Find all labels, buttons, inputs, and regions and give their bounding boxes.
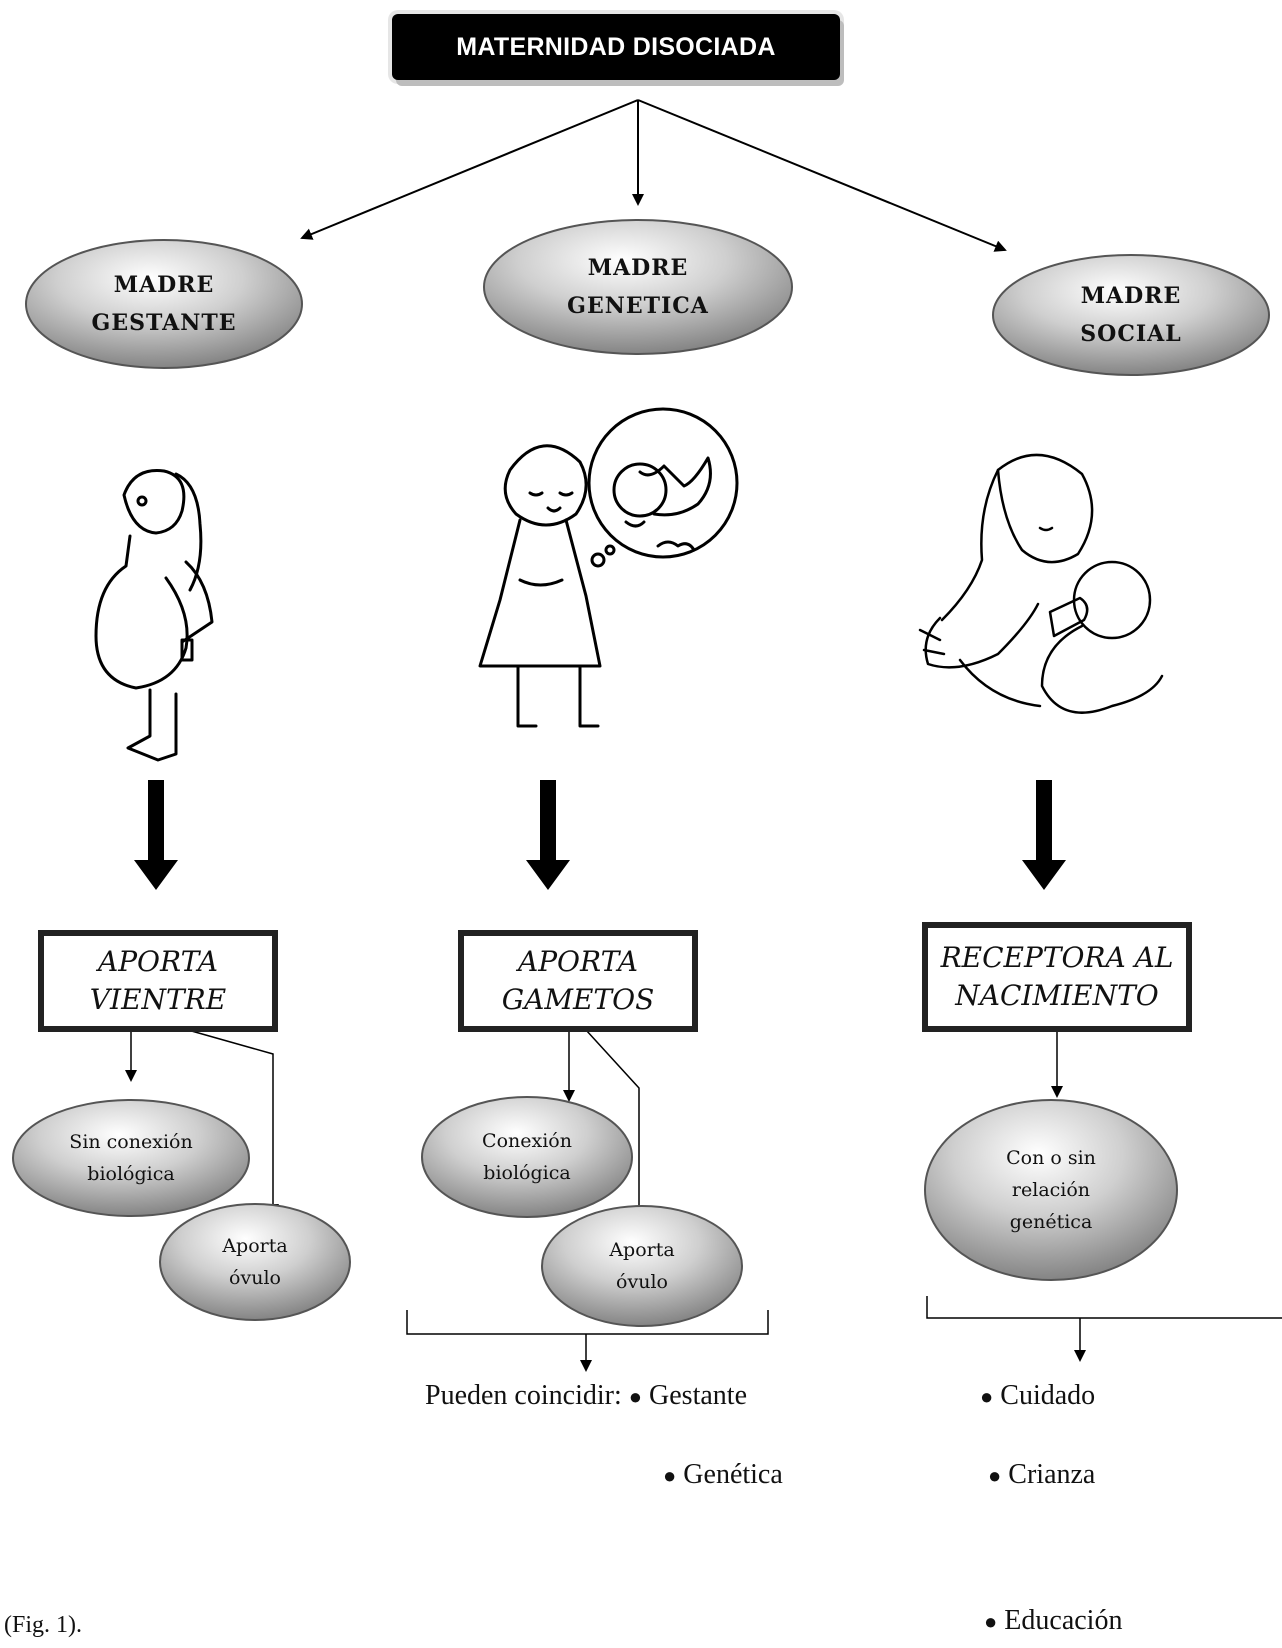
coincide-item-genetica-row: ● Genética: [663, 1459, 783, 1491]
figure-caption: (Fig. 1).: [4, 1612, 82, 1638]
mother-feeding-baby-icon: [918, 453, 1164, 714]
sub-ellipses: [12, 1096, 1178, 1327]
bullet-icon: ●: [628, 1384, 643, 1409]
title-connectors: [300, 99, 1007, 252]
bullet-icon: ●: [663, 1463, 677, 1488]
coincide-line: Pueden coincidir: ● Gestante: [425, 1380, 747, 1411]
bullet-icon: ●: [980, 1384, 994, 1409]
coincide-item-gestante: Gestante: [649, 1380, 747, 1411]
top-ellipses: [25, 219, 1270, 376]
brackets: [406, 1296, 1282, 1372]
title-box: MATERNIDAD DISOCIADA: [392, 14, 840, 80]
coincide-item-genetica: Genética: [683, 1459, 783, 1490]
thick-down-arrows: [134, 780, 1066, 890]
social-role-cuidado: ● Cuidado: [980, 1380, 1096, 1411]
social-role-crianza: ● Crianza: [988, 1459, 1096, 1490]
pregnant-woman-icon: [94, 469, 214, 762]
bullet-icon: ●: [984, 1609, 998, 1634]
bullet-icon: ●: [988, 1463, 1002, 1488]
social-role-educacion: ● Educación: [984, 1605, 1123, 1636]
page-title: MATERNIDAD DISOCIADA: [456, 32, 776, 61]
dreaming-woman-stork-icon: [478, 407, 739, 728]
role-connectors: [125, 1029, 1063, 1244]
